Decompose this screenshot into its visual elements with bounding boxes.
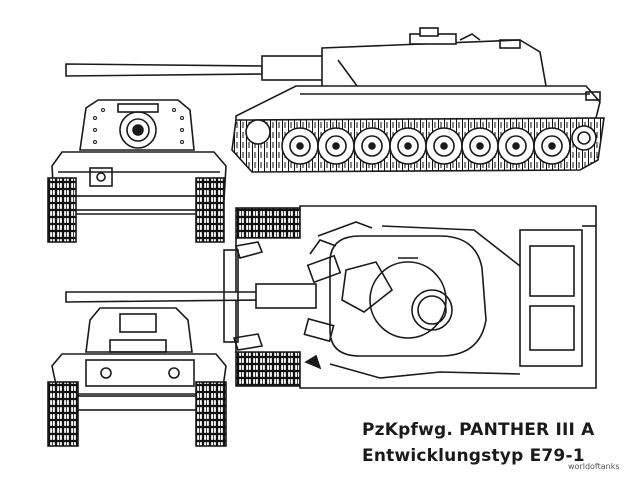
caption-title: PzKpfwg. PANTHER III A bbox=[362, 420, 595, 440]
caption-subtitle: Entwicklungstyp E79-1 bbox=[362, 446, 585, 466]
watermark-logo: worldoftanks bbox=[568, 462, 620, 471]
front-view bbox=[47, 99, 227, 243]
rear-view bbox=[47, 307, 227, 447]
side-view bbox=[65, 27, 605, 173]
top-view bbox=[65, 205, 597, 389]
